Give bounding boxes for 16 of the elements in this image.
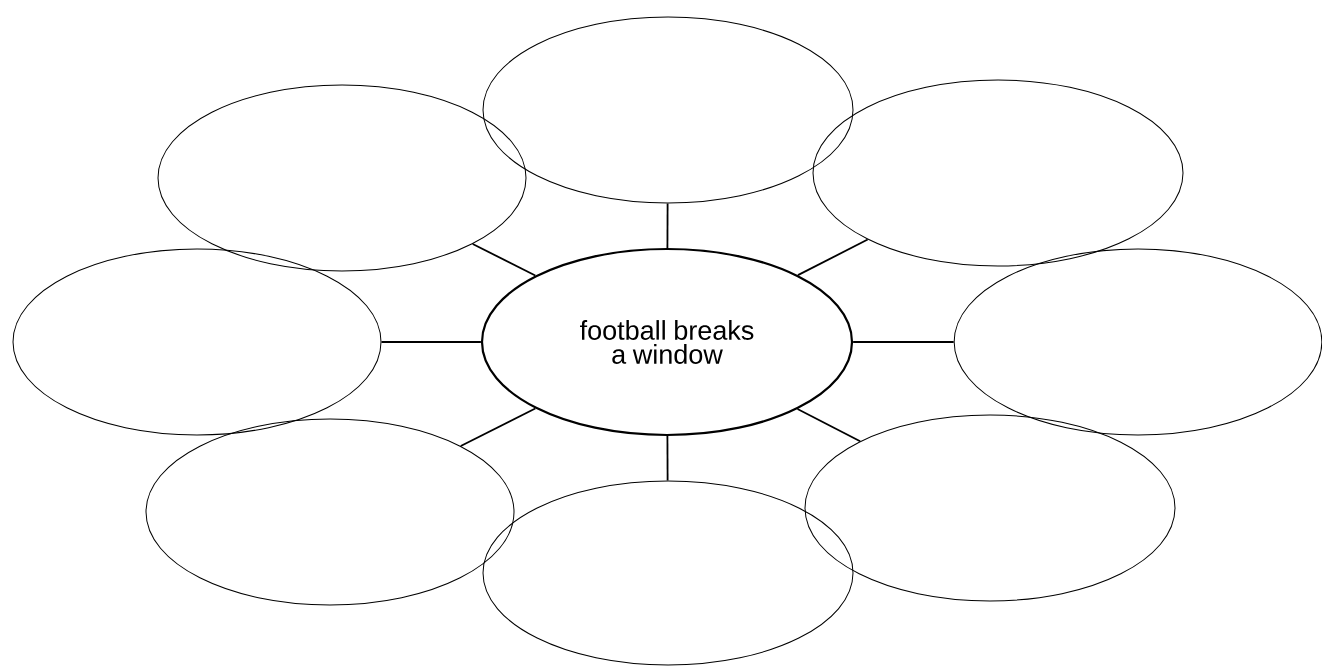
empty-ellipse [12,248,382,436]
connector-line [666,202,669,249]
empty-ellipse [145,418,515,606]
empty-ellipse [157,84,527,272]
connector-line [471,243,537,277]
empty-ellipse [953,248,1322,436]
connector-line [796,408,862,443]
empty-ellipse [482,16,854,204]
empty-ellipse [482,480,854,666]
connector-line [852,341,955,343]
empty-ellipse [812,79,1184,267]
connector-line [666,435,669,482]
connector-line [459,407,537,447]
empty-ellipse [804,414,1176,602]
connector-line [797,238,869,277]
connector-line [380,341,482,343]
